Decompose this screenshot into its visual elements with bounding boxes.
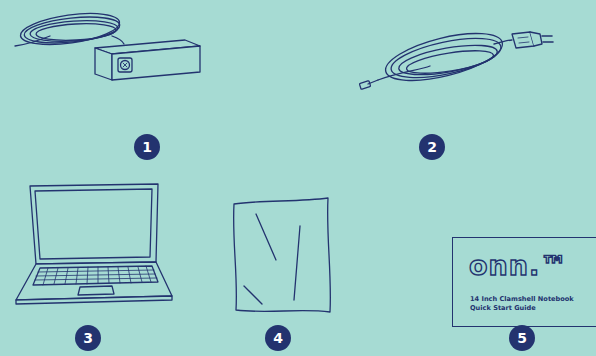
power-adapter [15, 8, 200, 80]
laptop [16, 184, 172, 304]
guide-title: 14 Inch Clamshell Notebook Quick Start G… [470, 295, 574, 313]
cleaning-cloth [234, 198, 331, 312]
power-cord [359, 24, 553, 90]
brand-logo: onn.™ [469, 250, 568, 281]
callout-number: 2 [419, 134, 445, 160]
callout-number: 1 [134, 134, 160, 160]
callout-number: 3 [75, 325, 101, 351]
callout-number: 2 [427, 139, 437, 155]
callout-number: 5 [509, 325, 535, 351]
callout-number: 1 [142, 139, 152, 155]
callout-number: 5 [517, 330, 527, 346]
callout-number: 4 [265, 325, 291, 351]
quick-start-guide: onn.™ 14 Inch Clamshell Notebook Quick St… [452, 237, 596, 327]
callout-number: 3 [83, 330, 93, 346]
callout-number: 4 [273, 330, 283, 346]
